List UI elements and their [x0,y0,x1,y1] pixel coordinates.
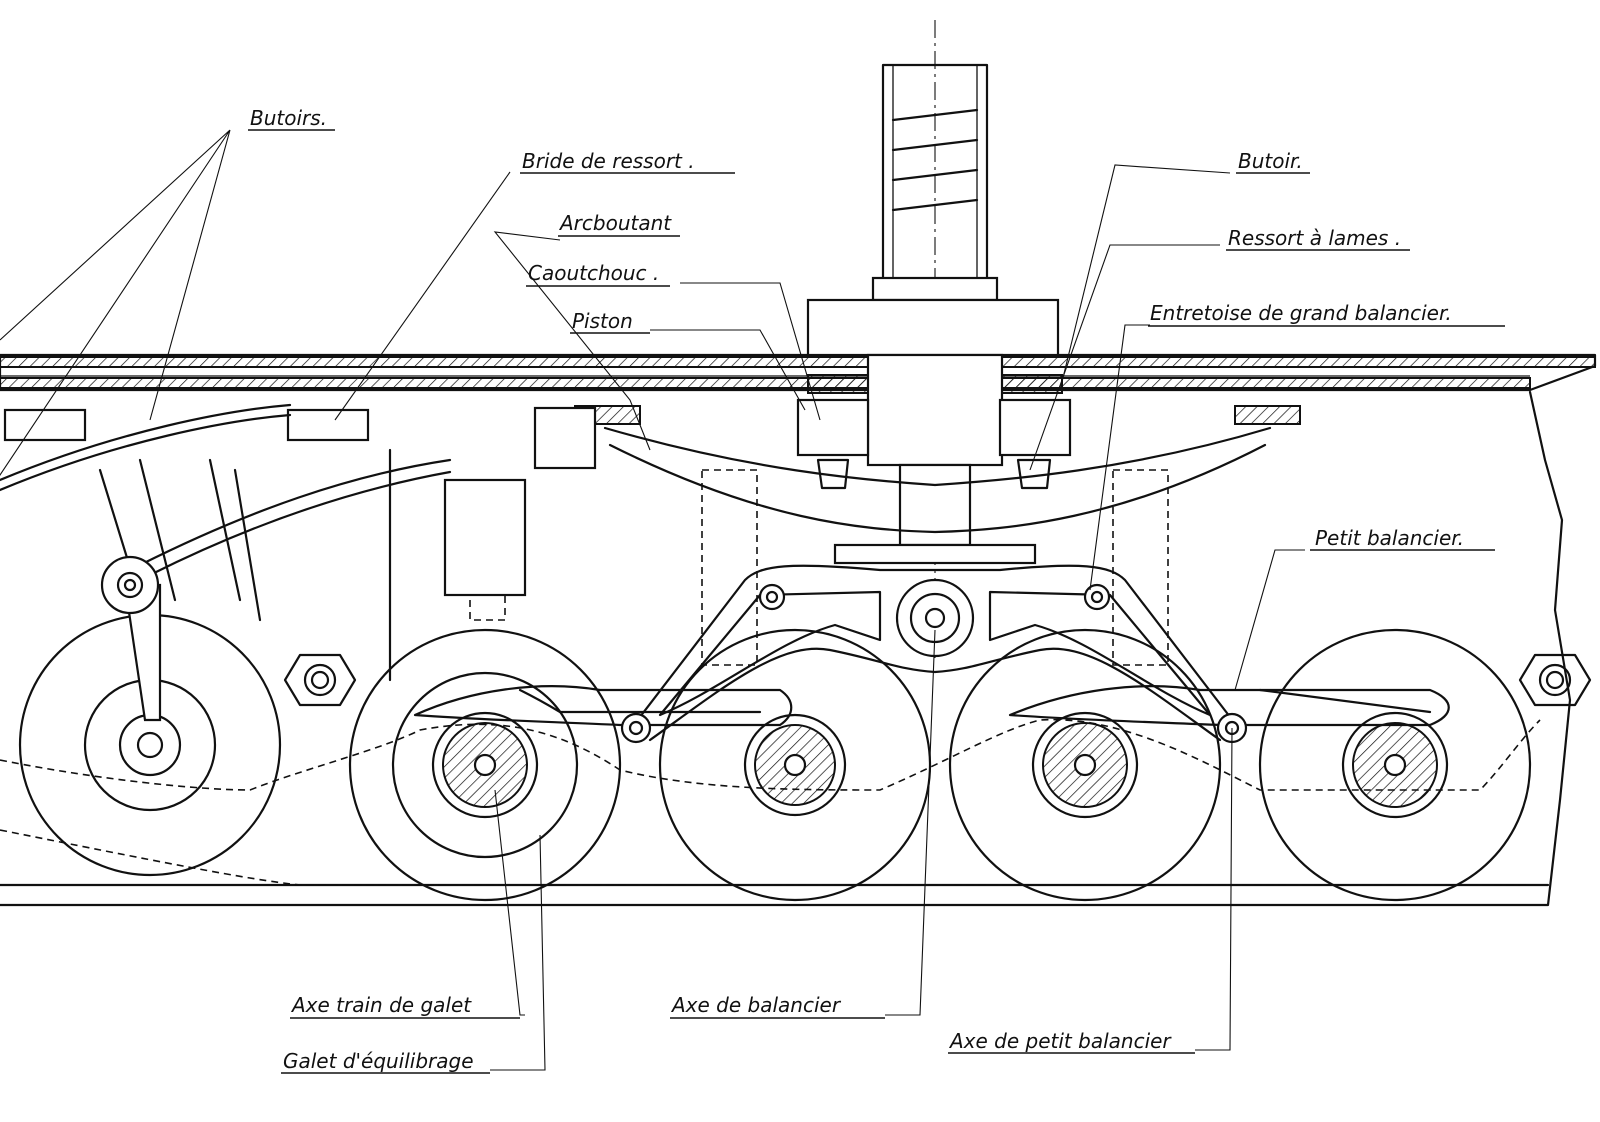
shock-absorber [806,20,1063,660]
left-arm [0,403,597,682]
small-rocker-left [413,685,793,727]
svg-text:Arcboutant: Arcboutant [558,211,672,235]
label-bride-de-ressort: Bride de ressort . [520,149,735,174]
hull-plate [0,353,1597,907]
label-piston: Piston [570,309,650,334]
road-wheel-3 [658,628,932,902]
label-ressort-a-lames: Ressort à lames . [1226,226,1410,251]
label-arcboutant: Arcboutant [558,211,680,237]
label-galet-equilibrage: Galet d'équilibrage [281,1049,490,1074]
svg-text:Ressort à lames .: Ressort à lames . [1228,226,1401,250]
leader-lines [0,129,1305,1071]
svg-text:Petit balancier.: Petit balancier. [1315,526,1464,550]
label-caoutchouc: Caoutchouc . [526,261,670,287]
label-axe-de-petit-balancier: Axe de petit balancier [948,1029,1195,1054]
svg-text:Axe de balancier: Axe de balancier [670,993,842,1017]
svg-text:Axe de petit balancier: Axe de petit balancier [948,1029,1172,1053]
road-wheel-2 [348,628,622,902]
road-wheel-5 [1258,628,1532,902]
label-butoir: Butoir. [1236,149,1310,174]
buffer-right [998,398,1072,490]
label-butoirs: Butoirs. [248,106,335,131]
label-entretoise: Entretoise de grand balancier. [1148,301,1505,327]
hex-nut-right [1518,653,1592,707]
buffer-left [796,398,870,490]
hex-nut-left [283,653,357,707]
road-wheel-left [18,555,282,877]
svg-text:Butoirs.: Butoirs. [250,106,327,130]
label-petit-balancier: Petit balancier. [1310,526,1495,551]
label-axe-de-balancier: Axe de balancier [670,993,885,1019]
svg-text:Butoir.: Butoir. [1238,149,1303,173]
small-rocker-right [1008,685,1450,727]
svg-text:Entretoise de grand balancier.: Entretoise de grand balancier. [1150,301,1452,325]
svg-text:Bride de ressort .: Bride de ressort . [522,149,695,173]
svg-text:Axe train de galet: Axe train de galet [290,993,472,1017]
svg-text:Galet d'équilibrage: Galet d'équilibrage [283,1049,474,1073]
label-axe-train-de-galet: Axe train de galet [290,993,520,1019]
svg-text:Caoutchouc .: Caoutchouc . [528,261,659,285]
svg-text:Piston: Piston [572,309,633,333]
road-wheel-4 [948,628,1222,902]
